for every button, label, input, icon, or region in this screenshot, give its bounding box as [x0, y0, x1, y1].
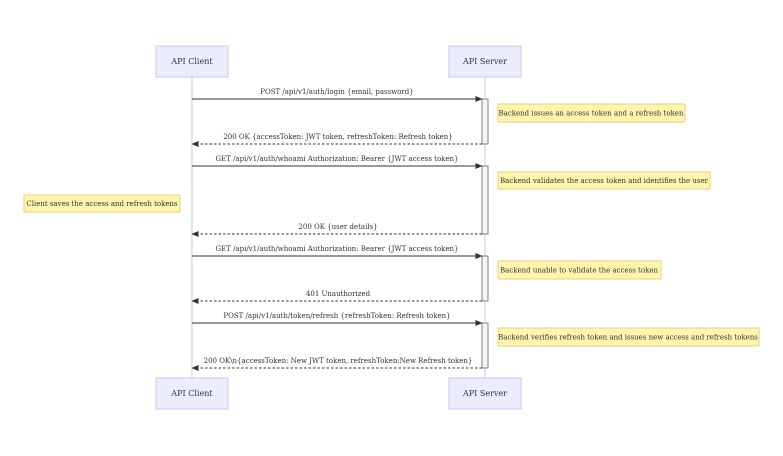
message-label: 200 OK {accessToken: JWT token, refreshT…: [223, 133, 452, 141]
actor-client-bottom-label: API Client: [170, 389, 213, 398]
message-label: POST /api/v1/auth/token/refresh {refresh…: [223, 312, 450, 320]
actor-client-bottom: API Client: [155, 377, 229, 410]
message-label: 401 Unauthorized: [306, 290, 371, 298]
actor-server-bottom-label: API Server: [462, 389, 507, 398]
note-unable-validate-text: Backend unable to validate the access to…: [500, 267, 658, 275]
activation-bar: [481, 98, 489, 145]
actor-server-top-label: API Server: [462, 57, 507, 66]
actor-client-top-label: API Client: [170, 57, 213, 66]
note-verify-refresh-text: Backend verifies refresh token and issue…: [498, 334, 758, 342]
note-client-saves: Client saves the access and refresh toke…: [23, 194, 181, 213]
message-label: POST /api/v1/auth/login {email, password…: [260, 88, 413, 96]
note-issue-tokens-text: Backend issues an access token and a ref…: [499, 110, 684, 118]
message-label: GET /api/v1/auth/whoami Authorization: B…: [215, 245, 458, 253]
note-issue-tokens: Backend issues an access token and a ref…: [497, 103, 686, 123]
note-validate-token: Backend validates the access token and i…: [497, 171, 711, 190]
activation-bar: [481, 322, 489, 369]
actor-client-top: API Client: [155, 45, 229, 78]
activation-bar: [481, 255, 489, 302]
note-verify-refresh: Backend verifies refresh token and issue…: [497, 327, 760, 347]
message-label: 200 OK\n{accessToken: New JWT token, ref…: [204, 357, 473, 365]
actor-server-top: API Server: [448, 45, 522, 78]
activation-bar: [481, 165, 489, 235]
message-label: 200 OK {user details}: [298, 223, 377, 231]
note-unable-validate: Backend unable to validate the access to…: [497, 260, 662, 280]
message-label: GET /api/v1/auth/whoami Authorization: B…: [215, 155, 458, 163]
actor-server-bottom: API Server: [448, 377, 522, 410]
note-validate-token-text: Backend validates the access token and i…: [500, 177, 709, 185]
note-client-saves-text: Client saves the access and refresh toke…: [26, 200, 178, 208]
